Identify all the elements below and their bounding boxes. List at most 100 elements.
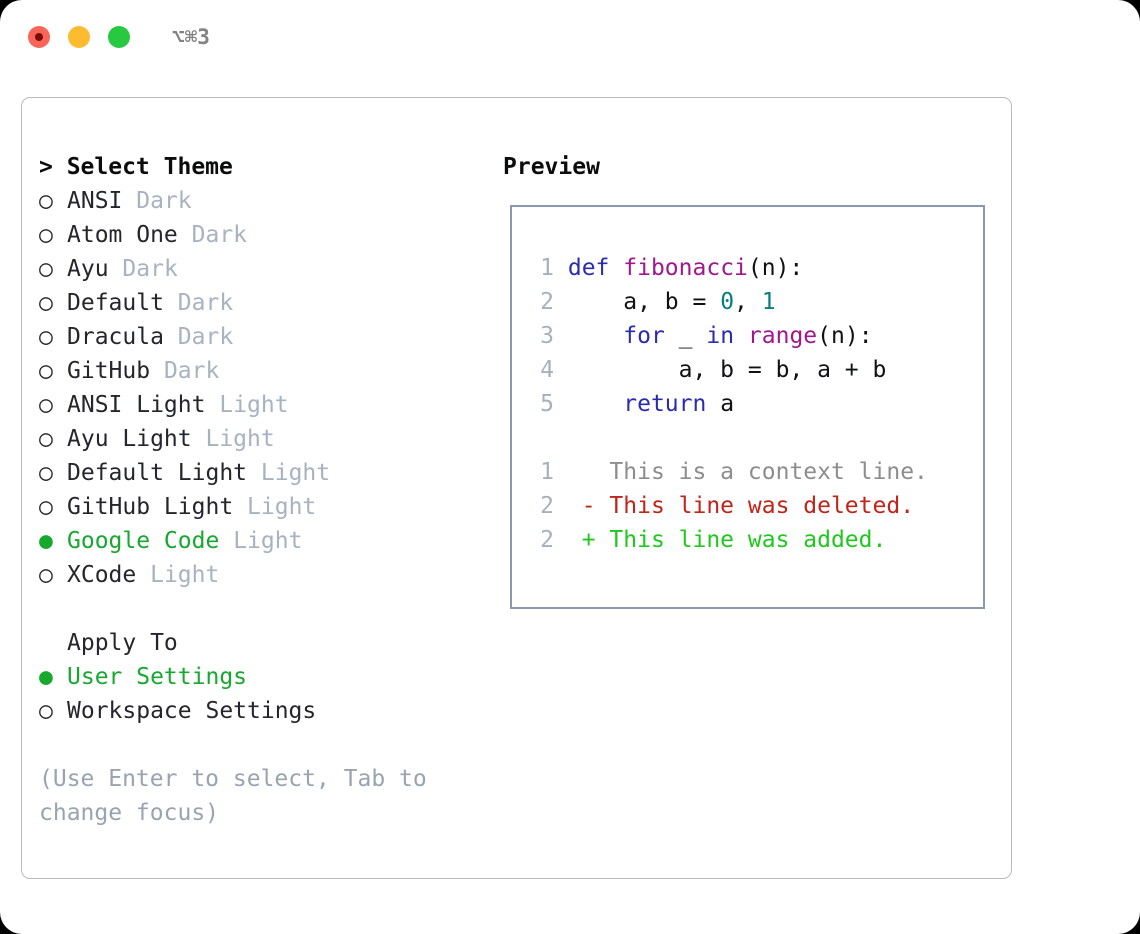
- theme-list-item[interactable]: ○ ANSI Light Light: [39, 388, 489, 422]
- line-number: 4: [540, 357, 554, 383]
- spacer: [122, 188, 136, 214]
- theme-name: Default: [67, 290, 164, 316]
- spacer: [219, 528, 233, 554]
- gutter-gap: [554, 255, 568, 281]
- code-line: 3 for _ in range(n):: [526, 319, 928, 353]
- code-token: [609, 255, 623, 281]
- gutter-gap: [554, 459, 582, 485]
- theme-variant-label: Dark: [177, 290, 234, 316]
- gutter-gap: [554, 289, 568, 315]
- code-token: [568, 391, 623, 417]
- radio-unselected-icon[interactable]: ○: [39, 256, 53, 282]
- gutter-gap: [554, 527, 582, 553]
- close-button[interactable]: [28, 26, 50, 48]
- code-token: range: [747, 323, 818, 349]
- theme-variant-label: Light: [260, 460, 331, 486]
- radio-unselected-icon[interactable]: ○: [39, 392, 53, 418]
- code-token: (n):: [747, 255, 804, 281]
- window-controls: [28, 26, 130, 48]
- theme-variant-label: Dark: [191, 222, 248, 248]
- spacer: [109, 256, 123, 282]
- code-token: a, b = b, a + b: [567, 357, 887, 383]
- radio-unselected-icon[interactable]: ○: [39, 460, 53, 486]
- spacer: [164, 324, 178, 350]
- theme-variant-label: Dark: [136, 188, 192, 214]
- code-line: 2 a, b = 0, 1: [526, 285, 928, 319]
- diff-line: 2 + This line was added.: [526, 523, 928, 557]
- diff-text: This line was added.: [609, 527, 887, 553]
- code-token: _: [664, 323, 707, 349]
- apply-to-option[interactable]: ○ Workspace Settings: [39, 694, 489, 728]
- theme-picker-dialog: > Select Theme ○ANSI Dark○Atom One Dark○…: [21, 97, 1012, 879]
- theme-name: Google Code: [67, 528, 220, 554]
- theme-list-item[interactable]: ● Google Code Light: [39, 524, 489, 558]
- spacer: [150, 358, 164, 384]
- radio-unselected-icon[interactable]: ○: [39, 222, 53, 248]
- theme-name: ANSI Light: [67, 392, 206, 418]
- apply-to-label: Workspace Settings: [67, 698, 317, 724]
- code-token: in: [706, 323, 735, 349]
- radio-selected-icon[interactable]: ●: [39, 664, 53, 690]
- select-theme-heading: > Select Theme: [39, 154, 233, 180]
- diff-text: This is a context line.: [609, 459, 928, 485]
- theme-variant-label: Light: [219, 392, 289, 418]
- theme-name: GitHub: [67, 358, 151, 384]
- theme-list-item[interactable]: ○ Default Dark: [39, 286, 489, 320]
- theme-list-item[interactable]: ○Default Light Light: [39, 456, 489, 490]
- line-number: 1: [540, 255, 554, 281]
- line-number: 2: [540, 493, 554, 519]
- keyboard-hint-text: (Use Enter to select, Tab to change focu…: [39, 766, 441, 826]
- code-token: [734, 323, 748, 349]
- line-number: 1: [540, 459, 554, 485]
- radio-unselected-icon[interactable]: ○: [39, 290, 53, 316]
- title-bar: ⌥⌘3: [0, 0, 1140, 76]
- code-token: for: [623, 323, 665, 349]
- theme-list-item[interactable]: ○Ayu Light Light: [39, 422, 489, 456]
- code-token: [568, 323, 623, 349]
- radio-unselected-icon[interactable]: ○: [39, 562, 53, 588]
- code-token: return: [623, 391, 707, 417]
- theme-list-item[interactable]: ○Ayu Dark: [39, 252, 489, 286]
- preview-panel: Preview: [503, 150, 993, 184]
- code-token: (n):: [817, 323, 873, 349]
- radio-unselected-icon[interactable]: ○: [39, 494, 53, 520]
- theme-name: Atom One: [67, 222, 178, 248]
- spacer: [136, 562, 150, 588]
- keyboard-shortcut-label: ⌥⌘3: [172, 25, 210, 49]
- theme-list-item[interactable]: ○GitHub Light Light: [39, 490, 489, 524]
- gutter-gap: [554, 391, 568, 417]
- radio-selected-icon[interactable]: ●: [39, 528, 53, 554]
- diff-line: 1 This is a context line.: [526, 455, 928, 489]
- list-spacer: [39, 592, 489, 626]
- spacer: [178, 222, 192, 248]
- radio-unselected-icon[interactable]: ○: [39, 358, 53, 384]
- code-line: 4 a, b = b, a + b: [526, 353, 928, 387]
- minimize-button[interactable]: [68, 26, 90, 48]
- code-token: fibonacci: [623, 255, 748, 281]
- radio-unselected-icon[interactable]: ○: [39, 188, 53, 214]
- theme-list-item[interactable]: ○XCode Light: [39, 558, 489, 592]
- code-token: 1: [761, 289, 776, 315]
- preview-heading: Preview: [503, 154, 600, 180]
- theme-list-item[interactable]: ○ Atom One Dark: [39, 218, 489, 252]
- gutter-gap: [554, 493, 582, 519]
- theme-variant-label: Light: [247, 494, 317, 520]
- theme-name: Dracula: [67, 324, 164, 350]
- theme-variant-label: Dark: [122, 256, 178, 282]
- theme-list-item[interactable]: ○GitHub Dark: [39, 354, 489, 388]
- radio-unselected-icon[interactable]: ○: [39, 324, 53, 350]
- theme-list-item[interactable]: ○ Dracula Dark: [39, 320, 489, 354]
- radio-unselected-icon[interactable]: ○: [39, 426, 53, 452]
- maximize-button[interactable]: [108, 26, 130, 48]
- apply-to-option[interactable]: ●User Settings: [39, 660, 489, 694]
- code-token: ,: [734, 289, 762, 315]
- radio-unselected-icon[interactable]: ○: [39, 698, 53, 724]
- code-token: a, b =: [567, 289, 721, 315]
- spacer: [164, 290, 178, 316]
- diff-marker: [582, 459, 610, 485]
- theme-variant-label: Dark: [177, 324, 234, 350]
- theme-list-item[interactable]: ○ANSI Dark: [39, 184, 489, 218]
- theme-variant-label: Light: [233, 528, 303, 554]
